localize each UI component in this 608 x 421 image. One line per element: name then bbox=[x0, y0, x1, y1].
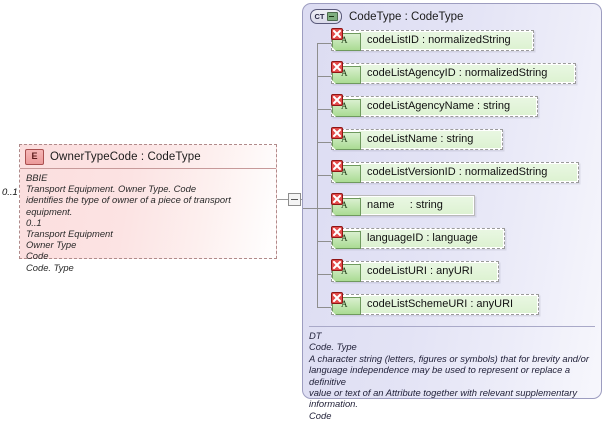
attribute-label: name : string bbox=[367, 199, 443, 211]
attribute-label: languageID : language bbox=[367, 232, 478, 244]
attribute-row[interactable]: codeListURI : anyURI bbox=[331, 259, 499, 282]
required-x-icon bbox=[331, 291, 343, 304]
attribute-row[interactable]: codeListAgencyID : normalizedString bbox=[331, 61, 576, 84]
tree-branch bbox=[317, 43, 332, 44]
complextype-title: CodeType : CodeType bbox=[349, 10, 464, 23]
required-x-icon bbox=[331, 225, 343, 238]
element-documentation: BBIE Transport Equipment. Owner Type. Co… bbox=[26, 172, 231, 273]
required-x-icon bbox=[331, 159, 343, 172]
tree-branch bbox=[317, 109, 332, 110]
required-x-icon bbox=[331, 192, 343, 205]
complextype-icon-letters: CT bbox=[314, 11, 325, 21]
tree-branch bbox=[317, 208, 332, 209]
attribute-row[interactable]: codeListVersionID : normalizedString bbox=[331, 160, 579, 183]
attribute-icon bbox=[331, 61, 360, 83]
attribute-label-background bbox=[359, 263, 497, 280]
tree-branch bbox=[317, 274, 332, 275]
complextype-documentation: DT Code. Type A character string (letter… bbox=[309, 326, 595, 421]
attribute-label: codeListAgencyName : string bbox=[367, 100, 511, 112]
tree-spine bbox=[317, 43, 318, 307]
attribute-label-background bbox=[359, 164, 577, 181]
required-x-icon bbox=[331, 27, 343, 40]
complextype-icon: CT bbox=[310, 9, 342, 24]
attribute-icon bbox=[331, 94, 360, 116]
tree-branch bbox=[317, 175, 332, 176]
element-icon: E bbox=[25, 148, 44, 165]
complextype-header: CT CodeType : CodeType bbox=[310, 9, 463, 24]
attribute-label: codeListID : normalizedString bbox=[367, 34, 511, 46]
element-occurrence-label: 0..1 bbox=[2, 187, 18, 198]
attribute-label-background bbox=[359, 32, 532, 49]
element-box-ownertypecode[interactable]: E OwnerTypeCode : CodeType BBIE Transpor… bbox=[19, 144, 277, 273]
attribute-icon bbox=[331, 226, 360, 248]
minus-box-icon bbox=[326, 12, 338, 21]
attribute-icon bbox=[331, 193, 360, 215]
schema-diagram-canvas: E OwnerTypeCode : CodeType BBIE Transpor… bbox=[0, 0, 608, 402]
attribute-label-background bbox=[359, 230, 503, 247]
tree-branch bbox=[317, 307, 332, 308]
tree-branch bbox=[317, 241, 332, 242]
attribute-label: codeListName : string bbox=[367, 133, 474, 145]
attribute-row[interactable]: codeListName : string bbox=[331, 127, 503, 150]
attribute-row[interactable]: languageID : language bbox=[331, 226, 505, 249]
required-x-icon bbox=[331, 93, 343, 106]
attribute-row[interactable]: codeListAgencyName : string bbox=[331, 94, 538, 117]
attribute-row[interactable]: codeListID : normalizedString bbox=[331, 28, 534, 51]
attribute-label-background bbox=[359, 98, 536, 115]
attribute-label: codeListURI : anyURI bbox=[367, 265, 473, 277]
complextype-box-codetype[interactable]: CT CodeType : CodeType codeListID : norm… bbox=[302, 3, 602, 421]
attribute-label-background bbox=[359, 197, 473, 214]
attribute-icon bbox=[331, 127, 360, 149]
attribute-label-background bbox=[359, 65, 574, 82]
attribute-icon bbox=[331, 160, 360, 182]
attribute-label-background bbox=[359, 131, 501, 148]
attribute-row[interactable]: name : string bbox=[331, 193, 475, 216]
required-x-icon bbox=[331, 258, 343, 271]
attribute-label: codeListAgencyID : normalizedString bbox=[367, 67, 548, 79]
attribute-label: codeListVersionID : normalizedString bbox=[367, 166, 548, 178]
tree-entry-line bbox=[303, 208, 318, 209]
tree-branch bbox=[317, 142, 332, 143]
element-title: OwnerTypeCode : CodeType bbox=[50, 150, 201, 163]
attribute-label-background bbox=[359, 296, 537, 313]
attribute-icon bbox=[331, 28, 360, 50]
required-x-icon bbox=[331, 60, 343, 73]
element-box-header: E OwnerTypeCode : CodeType bbox=[20, 145, 276, 169]
required-x-icon bbox=[331, 126, 343, 139]
collapse-minus-icon[interactable] bbox=[288, 193, 301, 206]
tree-branch bbox=[317, 76, 332, 77]
connector-line-left bbox=[277, 199, 288, 200]
attribute-icon bbox=[331, 292, 360, 314]
attribute-icon bbox=[331, 259, 360, 281]
attribute-label: codeListSchemeURI : anyURI bbox=[367, 298, 514, 310]
attribute-row[interactable]: codeListSchemeURI : anyURI bbox=[331, 292, 539, 315]
